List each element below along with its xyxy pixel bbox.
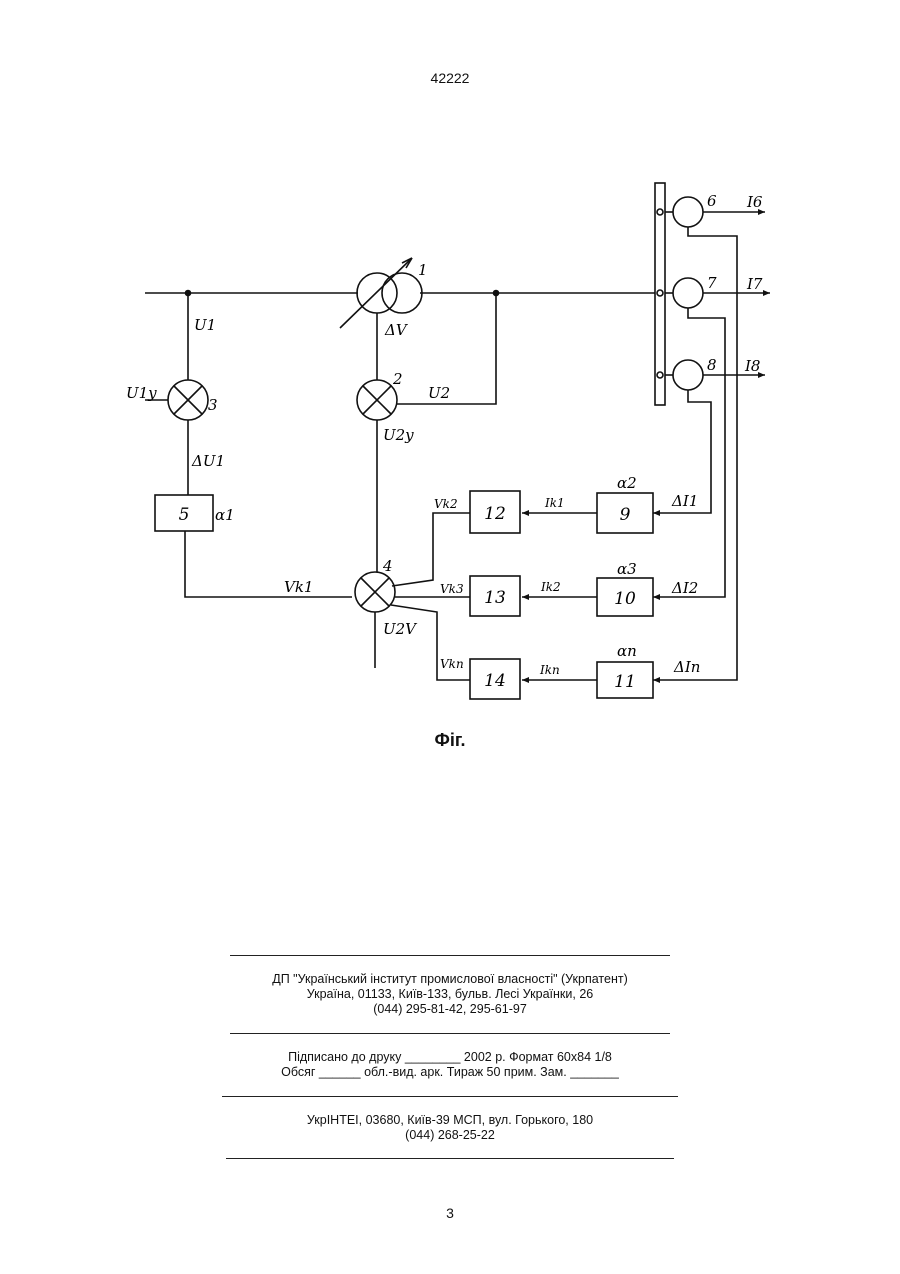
signal-du1-label: ΔU1 (191, 452, 225, 470)
signal-di1-label: ΔI1 (671, 492, 698, 510)
signal-vk1-label: Vk1 (284, 578, 313, 596)
signal-vkn-label: Vkn (440, 657, 464, 671)
page-footer-number: 3 (0, 1205, 900, 1221)
coef-a1-label: α1 (215, 506, 235, 524)
signal-u1y-label: U1y (126, 384, 157, 402)
current-i8-label: I8 (744, 357, 760, 375)
block-11-label: 11 (614, 672, 636, 692)
footer-org-line1: ДП "Український інститут промислової вла… (0, 972, 900, 987)
current-i6-label: I6 (746, 193, 763, 211)
signal-ik1-label: Ik1 (544, 496, 565, 510)
signal-u2y-label: U2y (383, 426, 414, 444)
comparator-2-number: 2 (392, 370, 403, 388)
sensor-8-number: 8 (707, 356, 717, 374)
block-5-label: 5 (179, 505, 190, 525)
coef-an-label: αn (617, 642, 637, 660)
footer-org-block: ДП "Український інститут промислової вла… (0, 972, 900, 1017)
footer-rule-1 (230, 955, 670, 956)
footer-publisher-block: УкрІНТЕІ, 03680, Київ-39 МСП, вул. Горьк… (0, 1113, 900, 1143)
figure-caption: Фіг. (0, 730, 900, 751)
block-10-label: 10 (614, 589, 636, 609)
footer-print-line1: Підписано до друку ________ 2002 р. Форм… (0, 1050, 900, 1065)
signal-ik2-label: Ik2 (540, 580, 561, 594)
signal-vk2-label: Vk2 (434, 497, 458, 511)
current-i7-label: I7 (746, 275, 763, 293)
sensor-6-number: 6 (707, 192, 717, 210)
footer-publisher-line1: УкрІНТЕІ, 03680, Київ-39 МСП, вул. Горьк… (0, 1113, 900, 1128)
sensor-7-number: 7 (707, 274, 717, 292)
signal-u2v-label: U2V (383, 620, 418, 638)
footer-rule-2 (230, 1033, 670, 1034)
footer-print-line2: Обсяг ______ обл.-вид. арк. Тираж 50 при… (0, 1065, 900, 1080)
footer-org-line3: (044) 295-81-42, 295-61-97 (0, 1002, 900, 1017)
signal-di2-label: ΔI2 (671, 579, 698, 597)
comparator-4-number: 4 (382, 557, 393, 575)
footer-org-line2: Україна, 01133, Київ-133, бульв. Лесі Ук… (0, 987, 900, 1002)
footer-publisher-line2: (044) 268-25-22 (0, 1128, 900, 1143)
block-9-label: 9 (620, 505, 631, 525)
transformer-number: 1 (418, 261, 428, 279)
footer-rule-4 (226, 1158, 674, 1159)
block-13-label: 13 (484, 588, 506, 608)
footer-rule-3 (222, 1096, 678, 1097)
coef-a3-label: α3 (617, 560, 637, 578)
signal-din-label: ΔIn (673, 658, 700, 676)
signal-ikn-label: Ikn (539, 663, 560, 677)
signal-u2-label: U2 (428, 384, 450, 402)
signal-vk3-label: Vk3 (440, 582, 464, 596)
signal-dv-label: ΔV (384, 321, 409, 339)
signal-u1-label: U1 (194, 316, 216, 334)
comparator-3-number: 3 (208, 396, 218, 414)
footer-print-block: Підписано до друку ________ 2002 р. Форм… (0, 1050, 900, 1080)
block-12-label: 12 (484, 504, 506, 524)
block-14-label: 14 (484, 671, 506, 691)
circuit-diagram: 5 12 13 14 9 10 11 1 2 3 4 6 7 8 U1 U1y … (0, 0, 900, 720)
coef-a2-label: α2 (617, 474, 637, 492)
